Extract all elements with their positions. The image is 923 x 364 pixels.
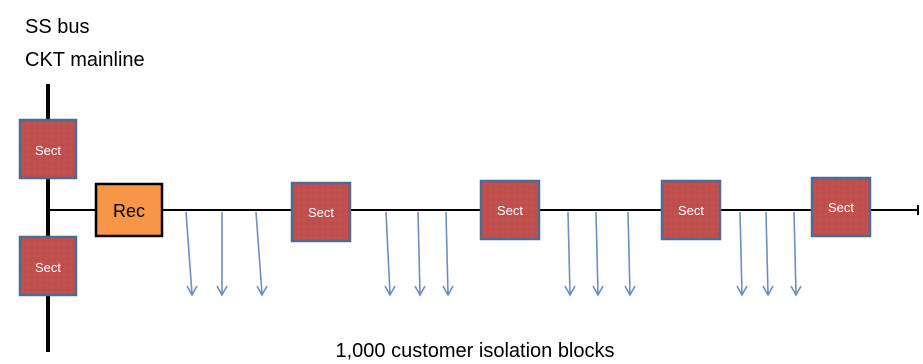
load-arrow (762, 211, 774, 297)
sect-label: Sect (678, 203, 704, 218)
load-arrow-group-2 (384, 211, 454, 297)
sect-label: Sect (497, 203, 523, 218)
load-arrow (564, 211, 576, 297)
load-arrow-group-4 (736, 211, 802, 297)
load-arrow (384, 211, 396, 297)
load-arrow (216, 212, 228, 297)
sect-label: Sect (308, 205, 334, 220)
caption: 1,000 customer isolation blocks (335, 340, 614, 362)
customer-load-arrows (185, 211, 802, 297)
mainline-sectionalizer-4[interactable]: Sect (810, 176, 872, 238)
bus-sectionalizer-top[interactable]: Sect (18, 118, 78, 180)
bus-label: SS bus (25, 16, 89, 38)
load-arrow (592, 211, 604, 297)
load-arrow (442, 211, 454, 297)
load-arrow (185, 211, 198, 297)
mainline-label: CKT mainline (25, 49, 145, 71)
load-arrow-group-1 (185, 211, 268, 297)
mainline-sectionalizer-1[interactable]: Sect (290, 181, 352, 243)
load-arrow (414, 211, 426, 297)
load-arrow (790, 211, 802, 297)
load-arrow (255, 211, 268, 297)
mainline-sectionalizer-3[interactable]: Sect (660, 179, 722, 241)
sect-label: Sect (35, 143, 61, 158)
load-arrow-group-3 (564, 211, 636, 297)
recloser[interactable]: Rec (94, 182, 164, 238)
bus-sectionalizer-bottom[interactable]: Sect (18, 235, 78, 297)
sect-label: Sect (35, 260, 61, 275)
load-arrow (624, 211, 636, 297)
load-arrow (736, 211, 748, 297)
mainline-sectionalizer-2[interactable]: Sect (479, 179, 541, 241)
rec-label: Rec (113, 201, 145, 221)
sect-label: Sect (828, 200, 854, 215)
